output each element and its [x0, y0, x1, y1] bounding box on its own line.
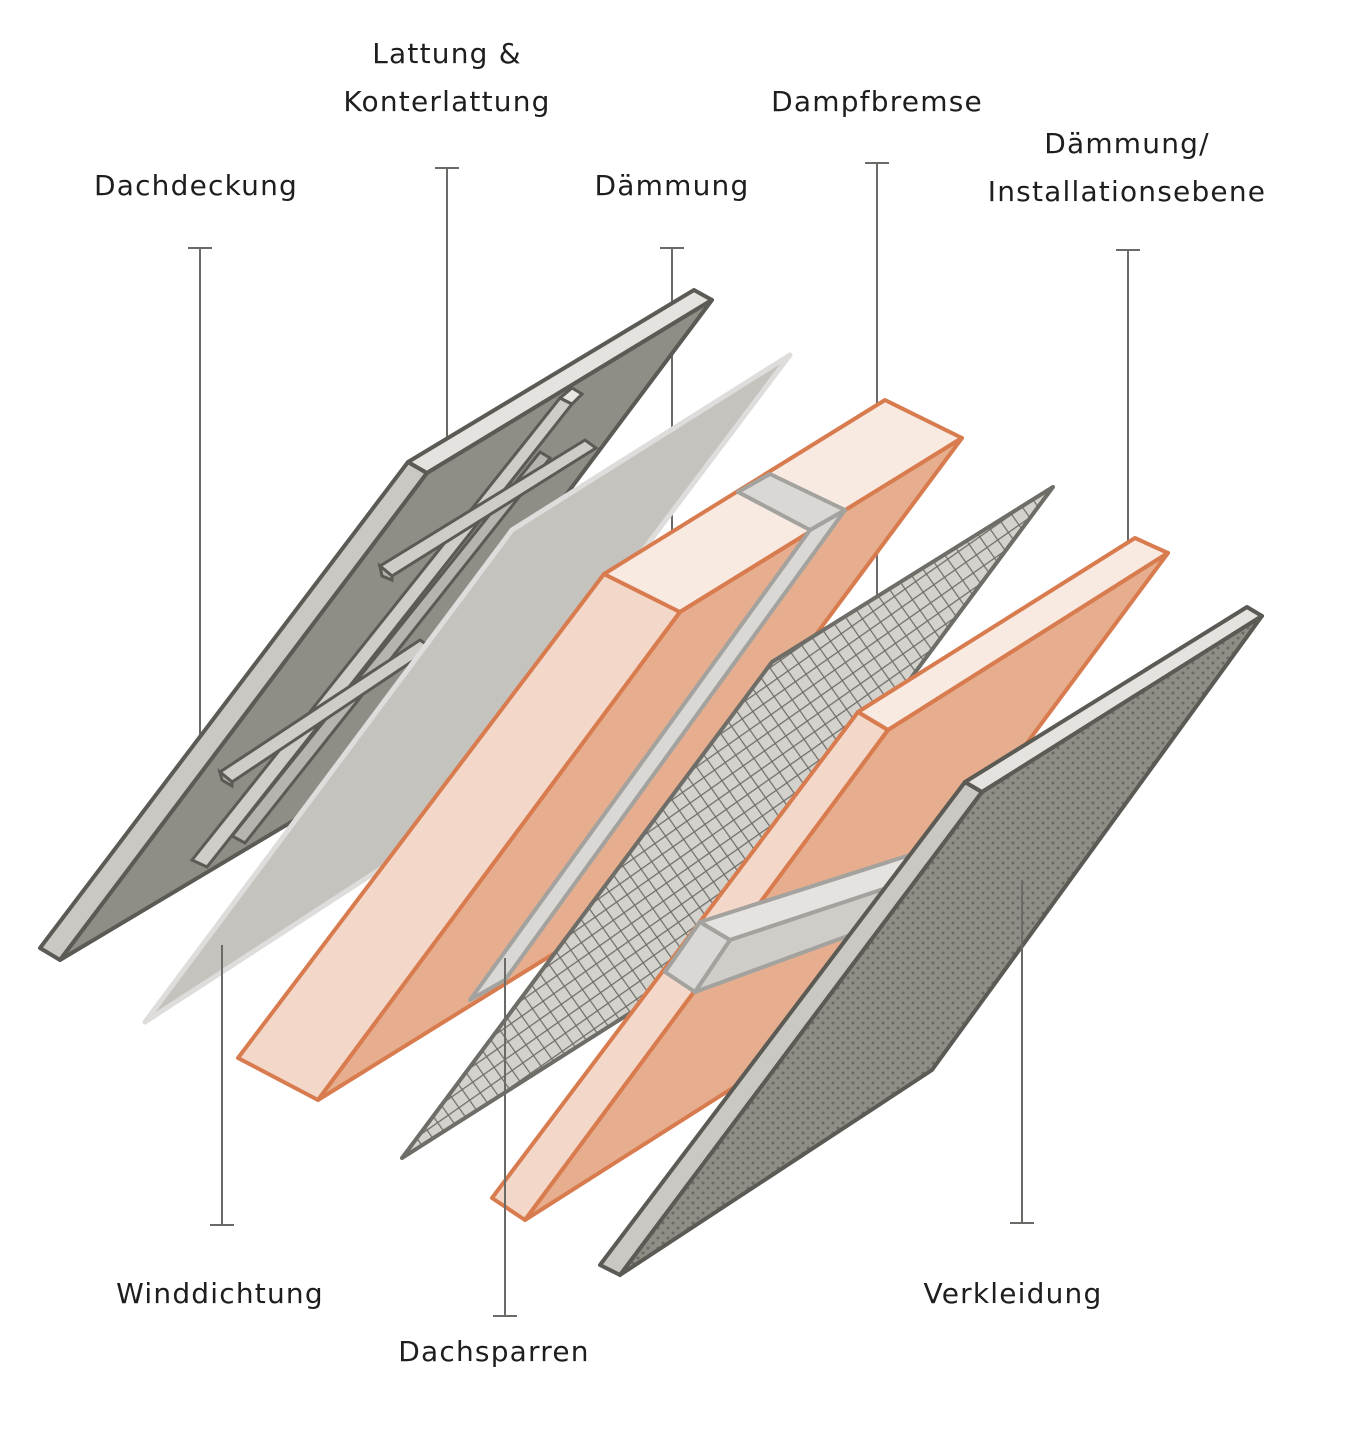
label-dachdeckung: Dachdeckung	[93, 169, 299, 202]
cladding-panel	[598, 605, 1264, 1277]
vapor-barrier-mesh	[400, 485, 1055, 1160]
roof-covering-panel	[38, 288, 714, 962]
insulation-block-lower	[490, 536, 1170, 1222]
label-lattung-line2: Konterlattung	[343, 85, 551, 118]
label-verkleidung: Verkleidung	[923, 1277, 1103, 1310]
label-lattung-line1: Lattung &	[372, 37, 522, 70]
label-daemmung-installation-line1: Dämmung/	[1044, 127, 1210, 160]
label-dampfbremse: Dampfbremse	[771, 85, 983, 118]
label-winddichtung: Winddichtung	[116, 1277, 324, 1310]
label-daemmung: Dämmung	[594, 169, 750, 202]
rafter	[468, 472, 847, 1002]
battens	[217, 438, 599, 789]
wind-seal-membrane	[142, 352, 793, 1025]
label-daemmung-installation-line2: Installationsebene	[987, 175, 1267, 208]
label-dachsparren: Dachsparren	[398, 1335, 590, 1368]
leader-lines-bottom	[210, 880, 1034, 1317]
